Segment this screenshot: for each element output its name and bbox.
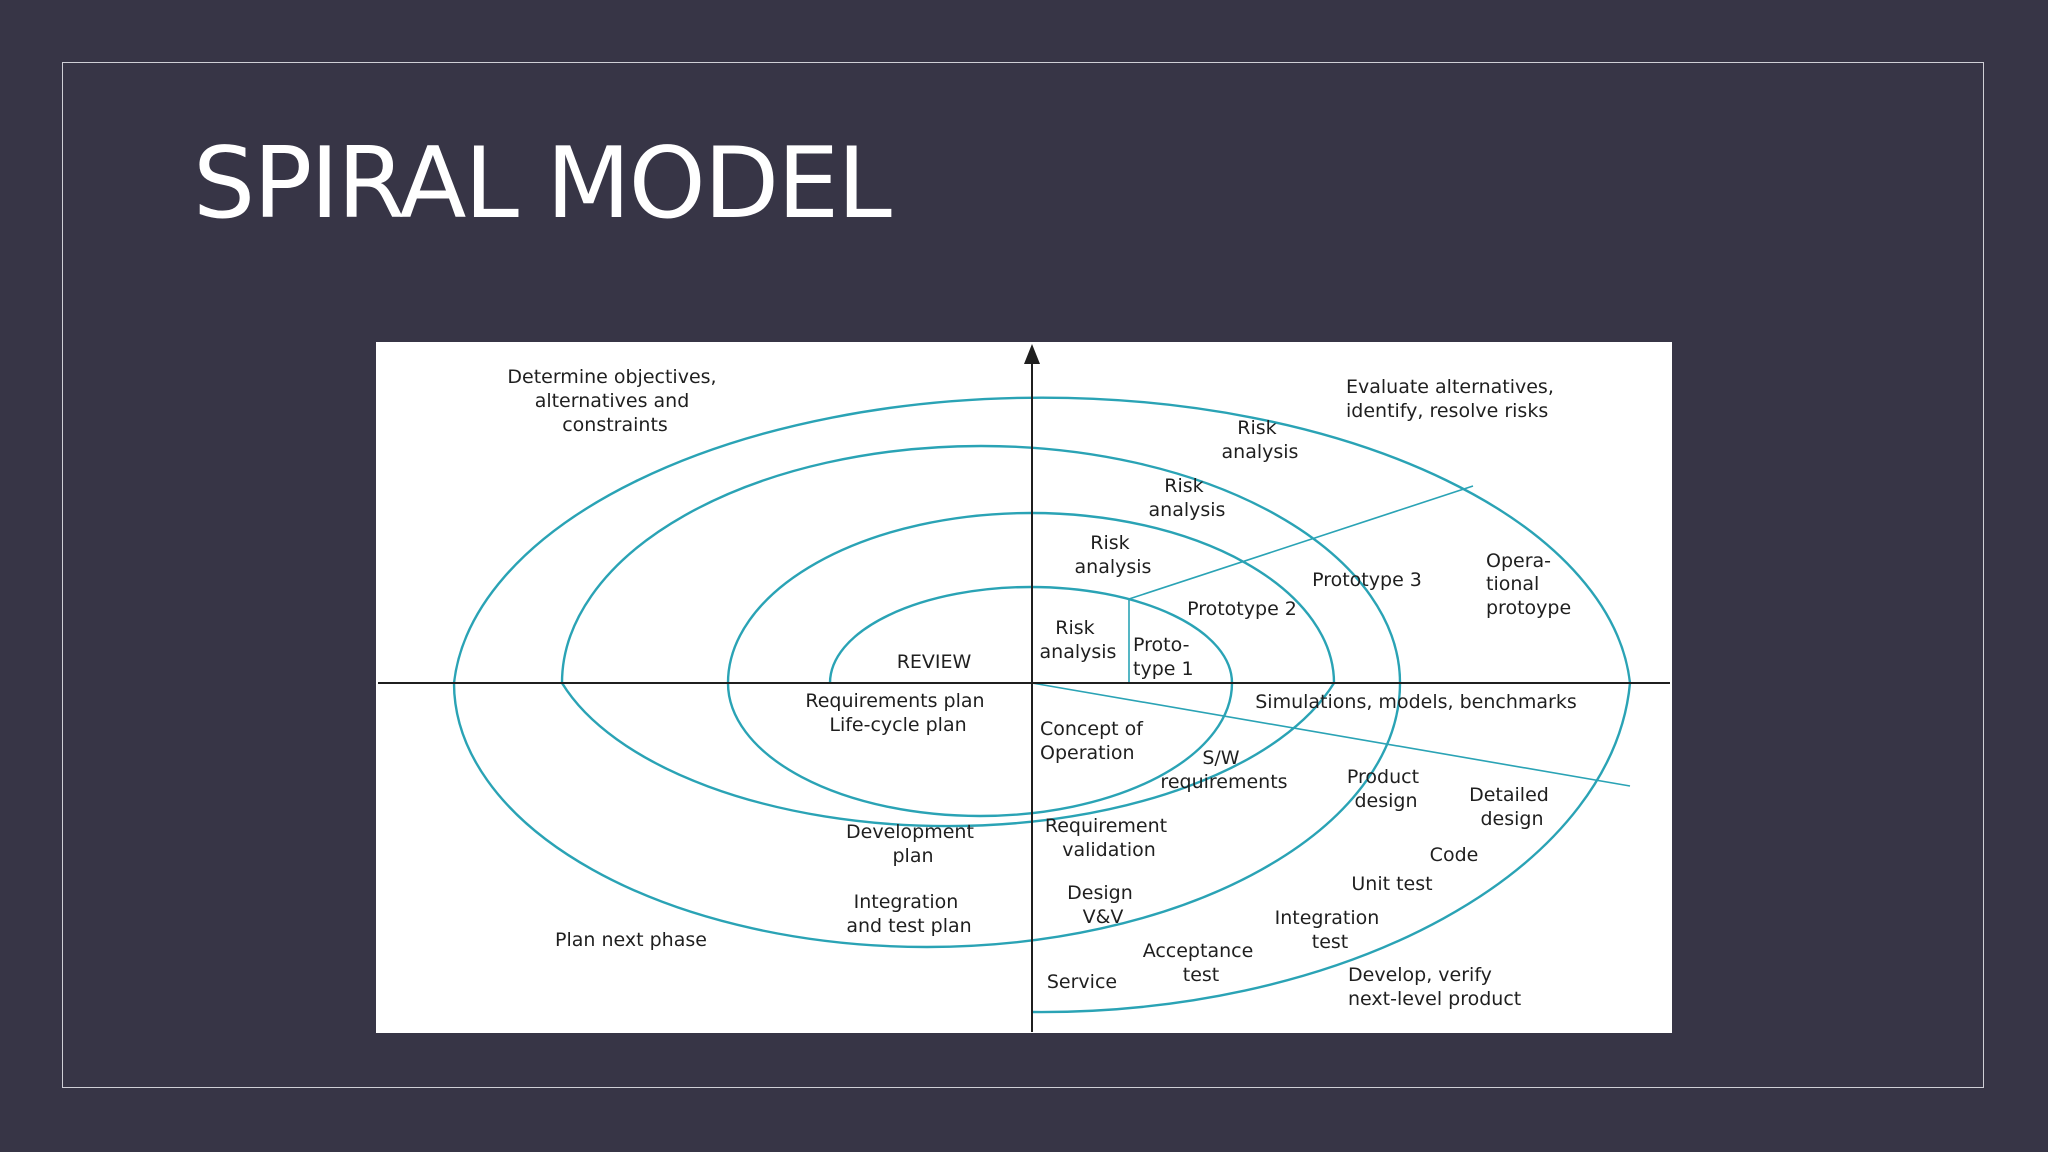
sw-requirements-label: S/W requirements xyxy=(1160,747,1287,793)
requirement-validation-label: Requirement validation xyxy=(1045,815,1173,861)
operational-prototype-line-3: protoype xyxy=(1486,597,1571,619)
quadrant-top-left-line-2: alternatives and xyxy=(535,390,690,412)
spiral-bottom-1 xyxy=(726,682,1234,818)
requirements-plan-label: Requirements plan Life-cycle plan xyxy=(805,690,990,736)
unit-test-label: Unit test xyxy=(1351,873,1432,895)
design-vv-label: Design V&V xyxy=(1067,882,1139,928)
slide-title: SPIRAL MODEL xyxy=(193,127,892,241)
product-design-label: Product design xyxy=(1347,766,1425,812)
development-plan-line-2: plan xyxy=(892,845,933,867)
sw-requirements-line-1: S/W xyxy=(1202,747,1239,769)
quadrant-bottom-right-line-1: Develop, verify xyxy=(1348,964,1492,986)
operational-prototype-line-1: Opera- xyxy=(1486,550,1551,572)
risk-analysis-3-line-1: Risk xyxy=(1164,475,1203,497)
development-plan-line-1: Development xyxy=(846,821,974,843)
integration-test-plan-line-2: and test plan xyxy=(846,915,971,937)
acceptance-test-line-1: Acceptance xyxy=(1143,940,1254,962)
integration-test-label: Integration test xyxy=(1275,907,1386,953)
prototype-1-label: Proto- type 1 xyxy=(1133,634,1195,680)
design-vv-line-2: V&V xyxy=(1083,906,1124,928)
prototype-dividers xyxy=(1031,485,1631,787)
spiral-bottom-2 xyxy=(560,682,1336,828)
sw-requirements-line-2: requirements xyxy=(1160,771,1287,793)
quadrant-top-right-label: Evaluate alternatives, identify, resolve… xyxy=(1346,376,1560,422)
prototype-1-line-1: Proto- xyxy=(1133,634,1189,656)
integration-test-line-2: test xyxy=(1312,931,1349,953)
concept-of-operation-line-2: Operation xyxy=(1040,742,1135,764)
quadrant-bottom-right-line-2: next-level product xyxy=(1348,988,1521,1010)
development-plan-label: Development plan xyxy=(846,821,980,867)
risk-analysis-4-line-2: analysis xyxy=(1222,441,1299,463)
risk-analysis-1-line-1: Risk xyxy=(1055,617,1094,639)
axes xyxy=(378,356,1670,1032)
spiral-bottom-4 xyxy=(1031,682,1632,1014)
risk-analysis-label-2: Risk analysis xyxy=(1075,532,1152,578)
simulation-divider xyxy=(1031,682,1631,787)
risk-analysis-label-4: Risk analysis xyxy=(1222,417,1299,463)
requirements-plan-line-1: Requirements plan xyxy=(805,690,984,712)
design-vv-line-1: Design xyxy=(1067,882,1133,904)
quadrant-top-left-line-3: constraints xyxy=(562,414,668,436)
quadrant-top-left-line-1: Determine objectives, xyxy=(507,366,716,388)
requirement-validation-line-2: validation xyxy=(1062,839,1156,861)
risk-analysis-2-line-1: Risk xyxy=(1090,532,1129,554)
quadrant-top-right-line-2: identify, resolve risks xyxy=(1346,400,1548,422)
risk-analysis-4-line-1: Risk xyxy=(1237,417,1276,439)
spiral-top-3 xyxy=(560,444,1402,684)
product-design-line-1: Product xyxy=(1347,766,1419,788)
simulations-label: Simulations, models, benchmarks xyxy=(1255,691,1576,713)
prototype-3-label: Prototype 3 xyxy=(1312,569,1422,591)
review-label: REVIEW xyxy=(897,651,972,673)
risk-analysis-1-line-2: analysis xyxy=(1040,641,1117,663)
detailed-design-line-2: design xyxy=(1480,808,1543,830)
quadrant-bottom-left-label: Plan next phase xyxy=(555,929,707,951)
product-design-line-2: design xyxy=(1354,790,1417,812)
spiral-model-diagram: Determine objectives, alternatives and c… xyxy=(378,344,1670,1032)
integration-test-line-1: Integration xyxy=(1275,907,1380,929)
acceptance-test-label: Acceptance test xyxy=(1143,940,1260,986)
operational-prototype-label: Opera- tional protoype xyxy=(1486,550,1571,619)
spiral-diagram-panel: Determine objectives, alternatives and c… xyxy=(376,342,1672,1033)
quadrant-bottom-right-label: Develop, verify next-level product xyxy=(1348,964,1521,1010)
acceptance-test-line-2: test xyxy=(1183,964,1220,986)
prototype-divider-diagonal xyxy=(1128,485,1474,600)
operational-prototype-line-2: tional xyxy=(1486,573,1539,595)
quadrant-top-right-line-1: Evaluate alternatives, xyxy=(1346,376,1554,398)
service-label: Service xyxy=(1047,971,1117,993)
requirements-plan-line-2: Life-cycle plan xyxy=(829,714,966,736)
prototype-1-line-2: type 1 xyxy=(1133,658,1194,680)
slide-frame xyxy=(62,62,1984,1088)
risk-analysis-label-3: Risk analysis xyxy=(1149,475,1226,521)
integration-test-plan-label: Integration and test plan xyxy=(846,891,971,937)
risk-analysis-3-line-2: analysis xyxy=(1149,499,1226,521)
spiral-curve xyxy=(452,396,1632,1014)
requirement-validation-line-1: Requirement xyxy=(1045,815,1167,837)
quadrant-top-left-label: Determine objectives, alternatives and c… xyxy=(507,366,722,436)
integration-test-plan-line-1: Integration xyxy=(854,891,959,913)
detailed-design-label: Detailed design xyxy=(1469,784,1555,830)
prototype-2-label: Prototype 2 xyxy=(1187,598,1297,620)
spiral-bottom-3 xyxy=(452,682,1402,949)
code-label: Code xyxy=(1430,844,1479,866)
detailed-design-line-1: Detailed xyxy=(1469,784,1549,806)
risk-analysis-2-line-2: analysis xyxy=(1075,556,1152,578)
quadrant-bottom-left-line-1: Plan next phase xyxy=(555,929,707,951)
concept-of-operation-line-1: Concept of xyxy=(1040,718,1144,740)
concept-of-operation-label: Concept of Operation xyxy=(1040,718,1149,764)
spiral-top-4 xyxy=(452,396,1632,684)
risk-analysis-label-1: Risk analysis xyxy=(1040,617,1117,663)
vertical-axis-arrowhead xyxy=(1024,344,1040,364)
